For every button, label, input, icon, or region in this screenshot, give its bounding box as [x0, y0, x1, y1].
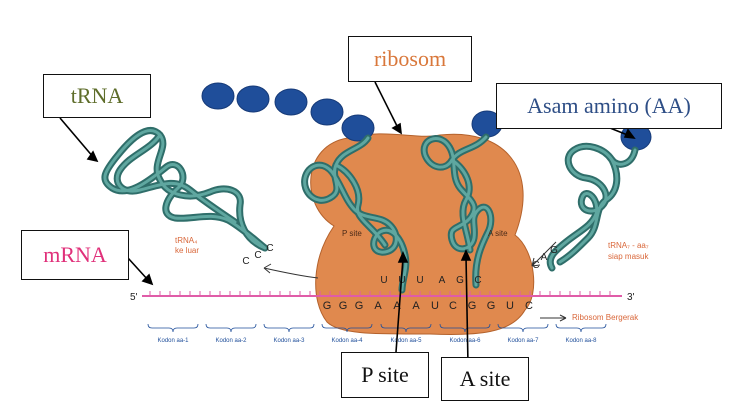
amino-acid-bead — [274, 88, 308, 116]
trna-entering-highlight — [558, 158, 619, 264]
codon-bracket — [497, 323, 549, 333]
ribosom-arrow — [374, 81, 399, 129]
trna-p-site-highlight — [334, 163, 387, 247]
asam-arrow-head — [623, 128, 636, 139]
move-arrow-head — [559, 314, 567, 322]
trna-out-label-2: ke luar — [175, 246, 199, 255]
trna-arrow — [59, 117, 95, 159]
mrna-callout-label: mRNA — [43, 242, 107, 267]
mrna-base: G — [339, 300, 348, 312]
mrna-arrow — [127, 257, 149, 281]
mrna-arrow-head — [141, 273, 154, 286]
mrna-base: U — [431, 300, 439, 312]
a-site-callout: A site — [441, 357, 529, 401]
five-prime-label: 5' — [130, 292, 138, 303]
mrna-base: A — [374, 300, 382, 312]
anticodon-left: C — [254, 250, 261, 261]
codon-label: Kodon aa-6 — [449, 338, 481, 344]
mrna-base: G — [468, 300, 477, 312]
trna-callout-label: tRNA — [70, 83, 124, 108]
callout-arrows — [59, 81, 636, 366]
p-site-callout-label: P site — [361, 362, 409, 387]
out-arrow — [263, 267, 319, 279]
amino-acid-bead — [236, 85, 270, 113]
p-site-callout: P site — [341, 352, 429, 398]
codon-brackets: Kodon aa-1 Kodon aa-2 Kodon aa-3 Kodon aa-4… — [147, 323, 607, 344]
codon-label: Kodon aa-5 — [390, 338, 422, 344]
amino-acid-bead — [201, 82, 235, 110]
codon-bracket — [147, 323, 199, 333]
anticodon-right: G — [550, 245, 558, 256]
mrna-base: C — [449, 300, 457, 312]
a-site-arrow — [465, 255, 469, 366]
out-arrow-head — [263, 263, 272, 274]
trna-in-label-2: siap masuk — [608, 252, 649, 261]
a-site-callout-label: A site — [459, 366, 511, 391]
anticodon-right: A — [541, 252, 548, 263]
codon-label: Kodon aa-7 — [507, 338, 539, 344]
ribosom-arrow-head — [391, 122, 402, 135]
amino-acid-chain — [201, 82, 652, 151]
trna-in-label: tRNA₇ - aa₇ — [608, 241, 649, 250]
codon-bracket — [555, 323, 607, 333]
trna-p-site-highlight — [303, 136, 408, 292]
anticodon-a-site: C — [474, 275, 481, 286]
in-arrow-head — [531, 257, 541, 267]
codon-bracket — [263, 323, 315, 333]
three-prime-label: 3' — [627, 292, 635, 303]
codon-label: Kodon aa-8 — [565, 338, 597, 344]
codon-label: Kodon aa-2 — [215, 338, 247, 344]
flow-arrows — [263, 241, 567, 322]
codon-bracket — [321, 323, 373, 333]
trna-out-label: tRNA₄ — [175, 236, 197, 245]
ribosome-moving-label: Ribosom Bergerak — [572, 313, 639, 322]
codon-bracket — [205, 323, 257, 333]
p-site-inner-label: P site — [342, 229, 362, 238]
codon-label: Kodon aa-3 — [273, 338, 305, 344]
mrna-callout: mRNA — [21, 230, 129, 280]
trna-leaving-highlight — [103, 129, 267, 250]
amino-acid-bead — [310, 98, 344, 126]
asam-amino-callout: Asam amino (AA) — [496, 83, 722, 129]
codon-label: Kodon aa-4 — [331, 338, 363, 344]
codon-bracket — [439, 323, 491, 333]
ribosom-callout-label: ribosom — [373, 46, 447, 71]
codon-label: Kodon aa-1 — [157, 338, 189, 344]
a-site-inner-label: A site — [488, 229, 508, 238]
mrna-base: C — [525, 300, 533, 312]
mrna-base: A — [412, 300, 420, 312]
codon-bracket — [380, 323, 432, 333]
a-site-arrow-head — [460, 249, 472, 261]
mrna-base: G — [355, 300, 364, 312]
p-site-arrow-head — [397, 251, 409, 263]
trna-leaving-highlight — [115, 133, 237, 224]
anticodon-left: C — [242, 256, 249, 267]
trna-callout: tRNA — [43, 74, 151, 118]
anticodon-left: C — [266, 243, 273, 254]
anticodon-a-site: A — [439, 275, 446, 286]
mrna-base: A — [393, 300, 401, 312]
mrna-base: G — [487, 300, 496, 312]
asam-amino-callout-label: Asam amino (AA) — [527, 93, 691, 118]
anticodon-p-site: U — [416, 275, 423, 286]
amino-acid-bead — [341, 114, 375, 142]
ribosom-callout: ribosom — [348, 36, 472, 82]
anticodon-a-site: G — [456, 275, 464, 286]
trna-arrow-head — [86, 150, 99, 163]
mrna-base: G — [323, 300, 332, 312]
in-arrow — [531, 241, 557, 267]
trna-strands — [101, 127, 639, 294]
trna-a-site-highlight — [450, 158, 472, 252]
anticodon-p-site: U — [380, 275, 387, 286]
mrna-base: U — [506, 300, 514, 312]
mrna-strand — [142, 291, 622, 297]
trna-a-site-highlight — [422, 135, 493, 287]
p-site-arrow — [395, 257, 404, 353]
